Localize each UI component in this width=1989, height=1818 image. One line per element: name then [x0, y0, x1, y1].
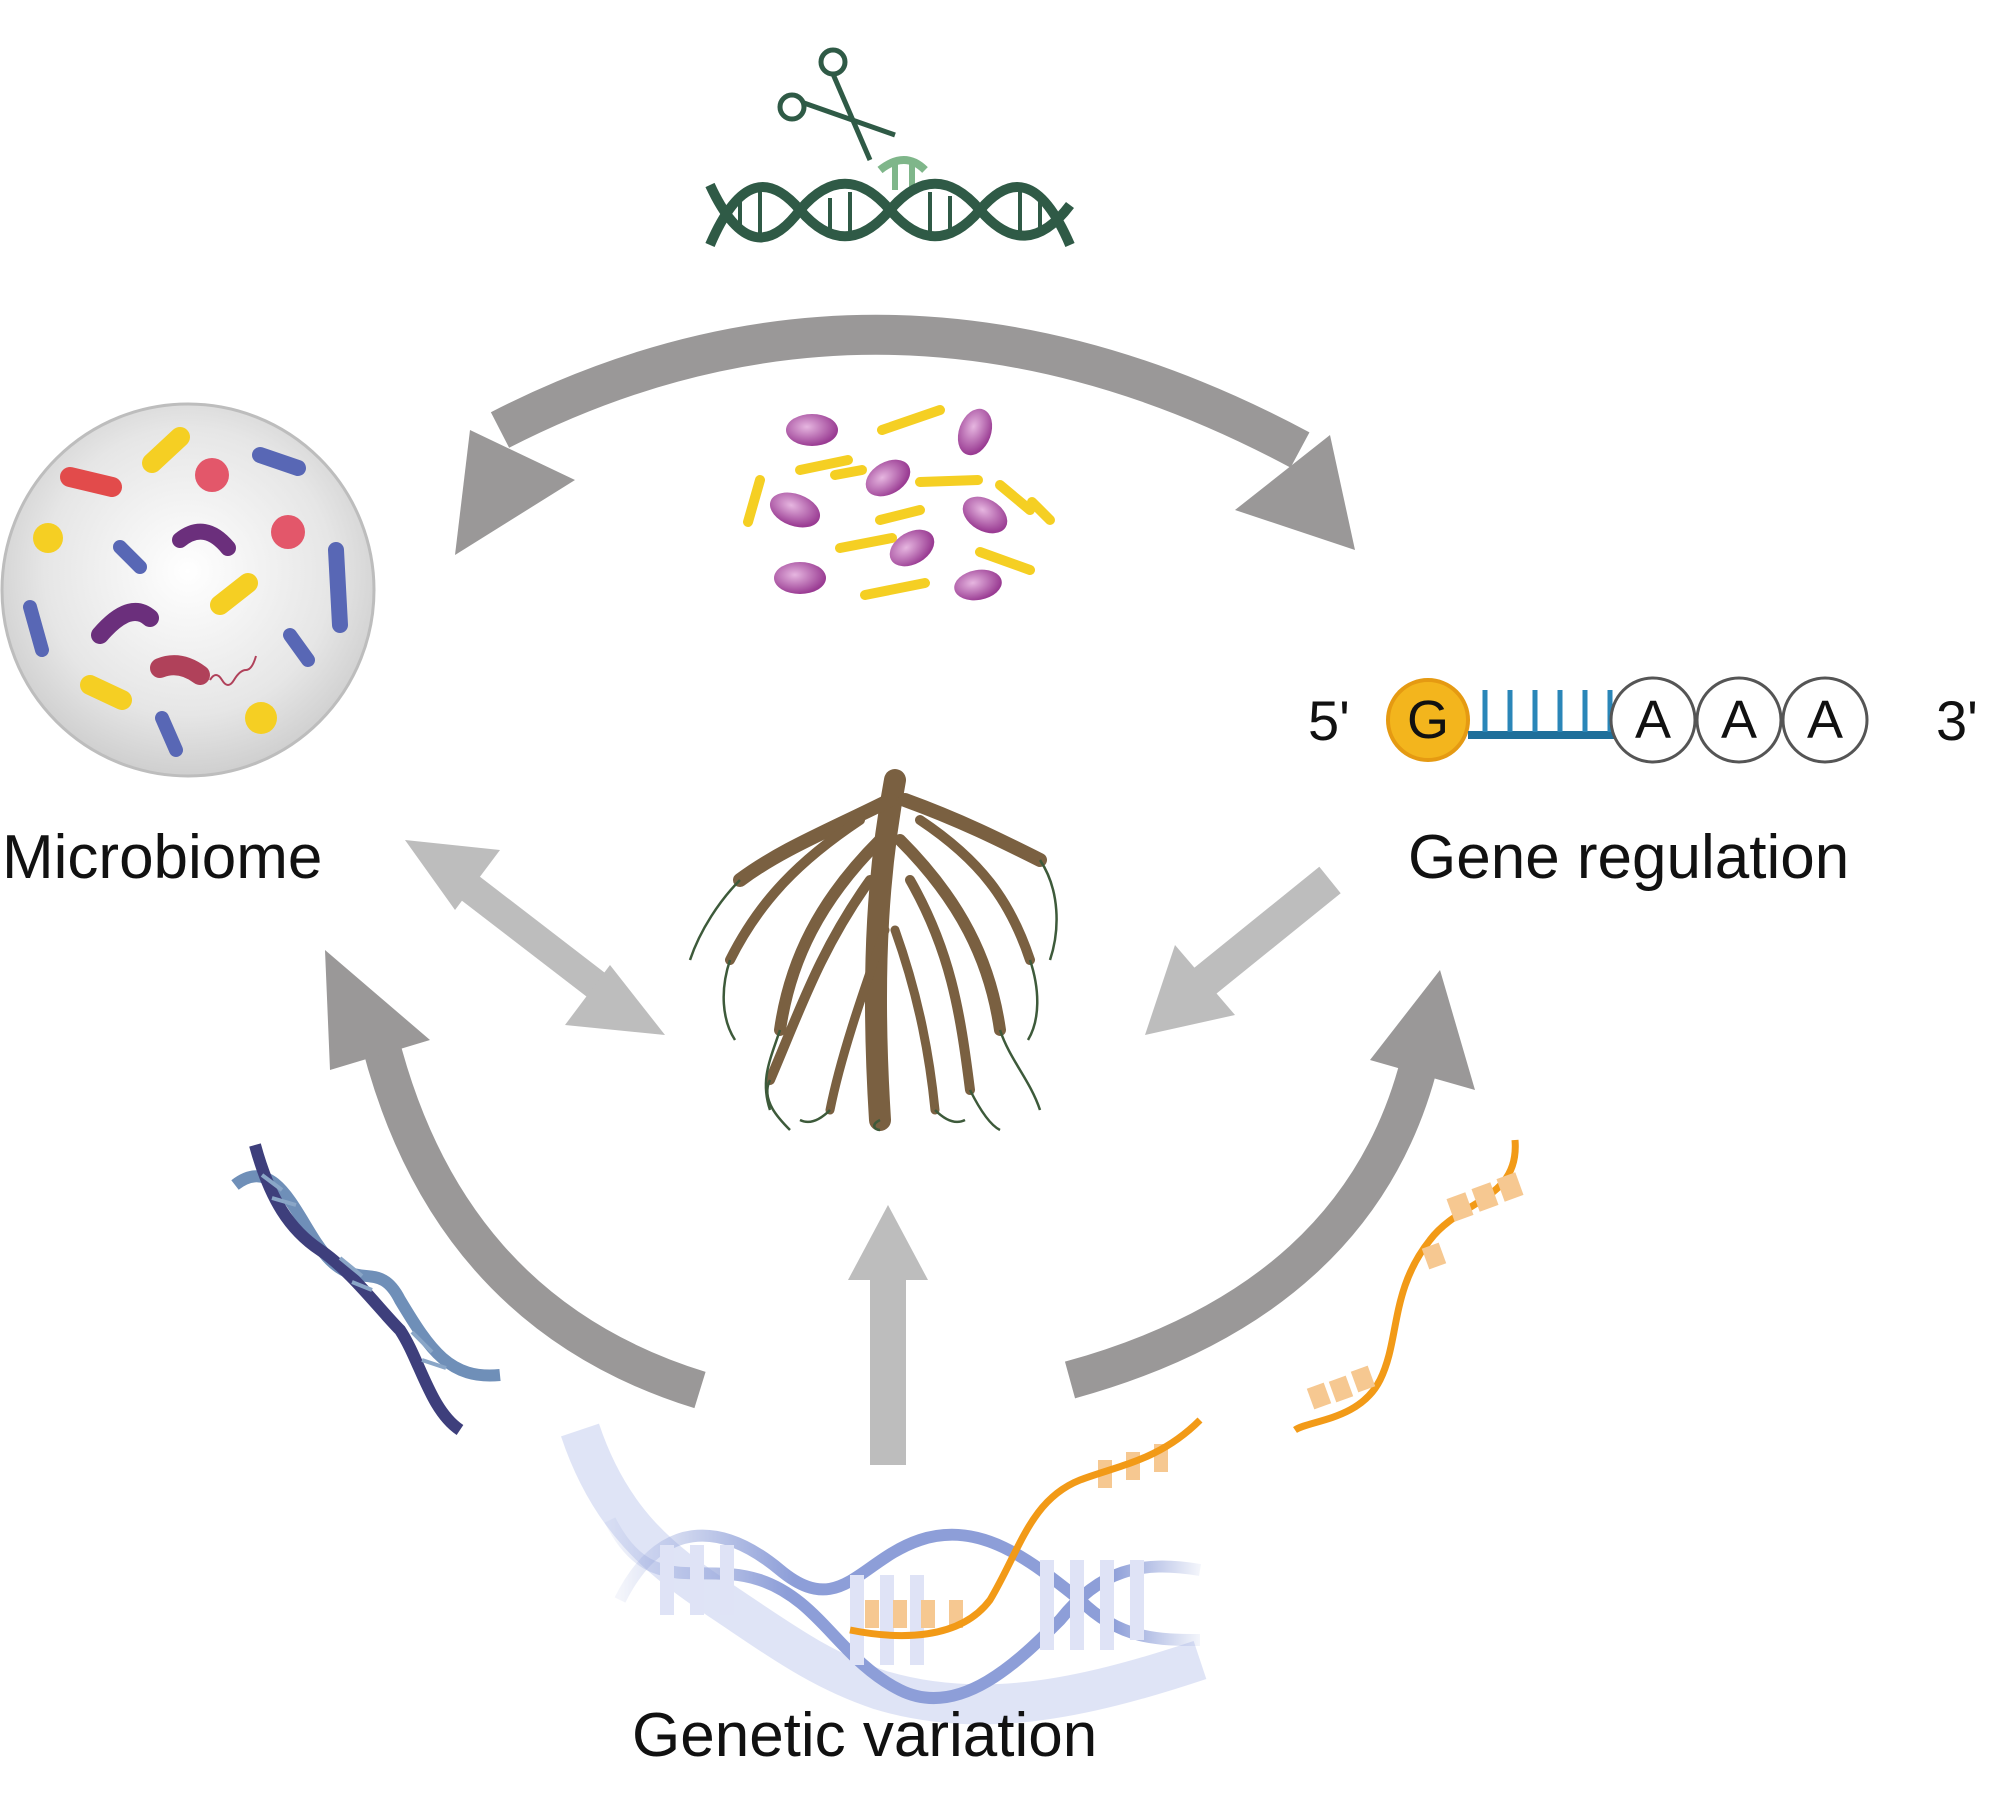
plant-root-icon [688, 769, 1058, 1132]
poly-a-circle-1 [1609, 676, 1697, 764]
mrna-cap-letter: G [1406, 690, 1449, 750]
petri-dish-microbes-icon [0, 402, 376, 778]
microbiome-label: Microbiome [2, 823, 323, 892]
poly-a-circle-3 [1781, 676, 1869, 764]
top-double-arrow [455, 314, 1355, 555]
rna-strand-icon [1293, 1139, 1524, 1434]
dna-helix-icon [231, 1143, 501, 1435]
dna-rna-helix-icon [561, 1417, 1207, 1725]
crispr-scissors-dna-icon [705, 47, 1075, 247]
three-prime-label: 3' [1936, 689, 1978, 752]
poly-a-letter-3: A [1806, 690, 1844, 750]
center-up-arrow [848, 1205, 928, 1465]
five-prime-label: 5' [1308, 689, 1350, 752]
poly-a-letter-2: A [1720, 690, 1758, 750]
left-double-arrow [405, 840, 665, 1035]
poly-a-circle-2 [1695, 676, 1783, 764]
poly-a-letter-1: A [1634, 690, 1672, 750]
left-bottom-arrow [325, 950, 706, 1409]
mrna-cap-circle [1386, 678, 1470, 762]
mrna-structure [1386, 676, 1869, 764]
right-diagonal-arrow [1145, 866, 1341, 1035]
genetic-variation-label: Genetic variation [632, 1701, 1098, 1770]
bacteria-cluster-icon [743, 405, 1055, 601]
right-bottom-arrow [1064, 970, 1475, 1399]
gene-regulation-label: Gene regulation [1408, 823, 1850, 892]
